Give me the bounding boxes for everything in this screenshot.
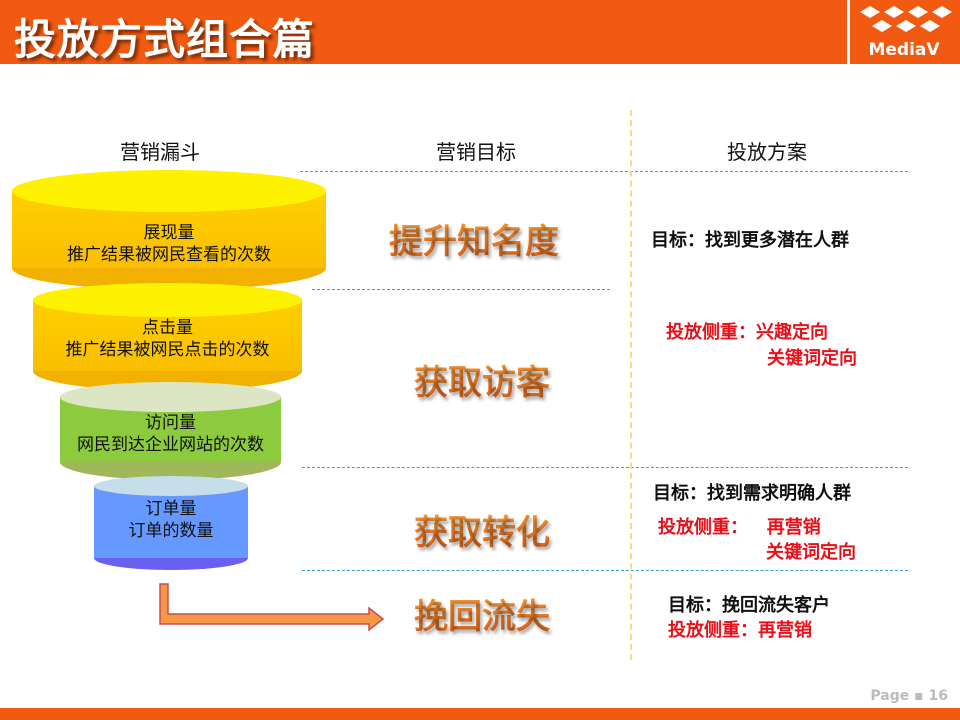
page-number: Page ▪ 16 [870, 688, 948, 704]
plan-text: 关键词定向 [766, 542, 856, 563]
stage-desc: 推广结果被网民点击的次数 [65, 340, 270, 360]
stage-title: 访问量 [145, 413, 196, 433]
stage-title: 展现量 [143, 223, 195, 243]
plan-text: 目标：找到需求明确人群 [653, 483, 851, 504]
stage-desc: 推广结果被网民查看的次数 [67, 245, 271, 265]
header-divider [847, 0, 850, 64]
plan-text: 投放侧重：再营销 [668, 620, 812, 641]
divider-line [302, 467, 908, 468]
funnel-stage-impressions: 展现量推广结果被网民查看的次数 [12, 170, 326, 290]
cubes-icon [860, 6, 952, 32]
plan-text: 目标：挽回流失客户 [668, 595, 830, 616]
funnel-stage-orders: 订单量订单的数量 [94, 476, 248, 570]
page-title: 投放方式组合篇 [14, 15, 316, 64]
stage-desc: 网民到达企业网站的次数 [77, 435, 264, 455]
stage-desc: 订单的数量 [128, 521, 214, 541]
plan-text: 投放侧重：兴趣定向 [666, 322, 828, 343]
divider-line [302, 570, 908, 571]
column-header-goal: 营销目标 [436, 140, 516, 164]
column-header-plan: 投放方案 [727, 140, 807, 164]
funnel-stage-visits: 访问量网民到达企业网站的次数 [60, 382, 281, 480]
goal-awareness: 提升知名度 [389, 214, 559, 263]
logo-text: MediaV [868, 40, 940, 60]
stage-title: 点击量 [142, 318, 193, 338]
plan-text: 关键词定向 [767, 348, 857, 369]
divider-line [312, 289, 610, 290]
plan-text: 投放侧重： 再营销 [658, 517, 821, 538]
plan-text: 目标：找到更多潜在人群 [651, 230, 849, 251]
arrow-icon [159, 583, 385, 632]
goal-retention: 挽回流失 [414, 589, 550, 638]
funnel-stage-clicks: 点击量推广结果被网民点击的次数 [33, 283, 302, 391]
divider-line [300, 171, 908, 172]
header-bar [0, 0, 960, 64]
stage-title: 订单量 [145, 499, 197, 519]
goal-conversion: 获取转化 [414, 505, 550, 554]
column-header-funnel: 营销漏斗 [120, 140, 200, 164]
footer-bar [0, 708, 960, 720]
mediav-logo: MediaV [852, 4, 956, 62]
goal-visitors: 获取访客 [414, 355, 550, 404]
vertical-divider [630, 110, 632, 660]
